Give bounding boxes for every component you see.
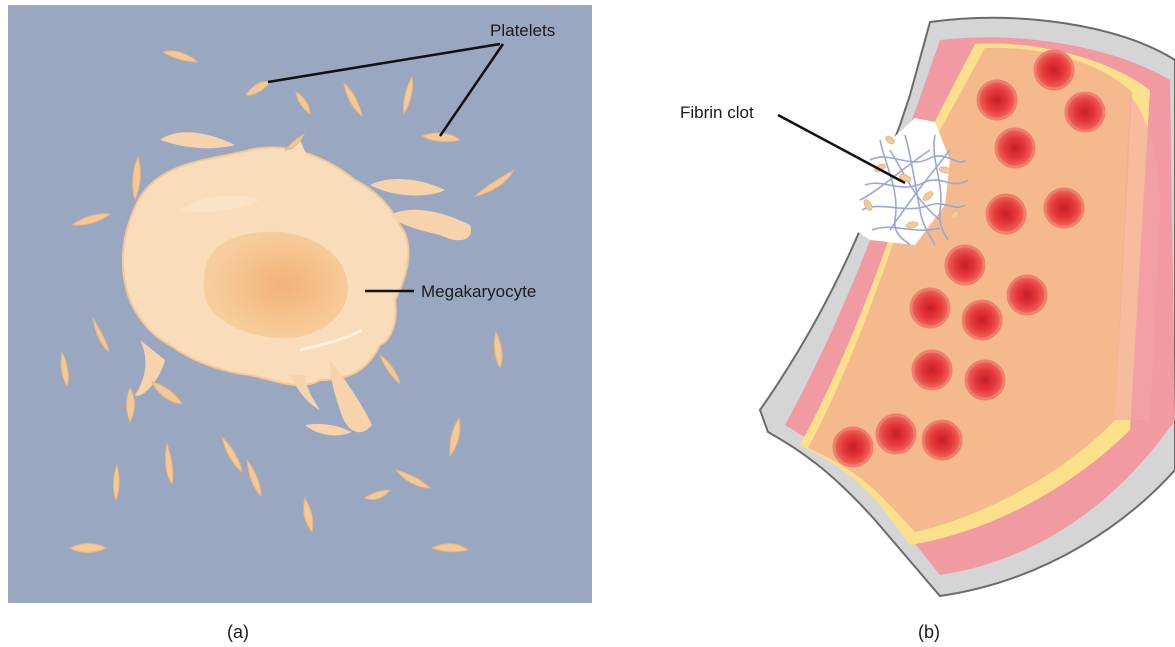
panel-b-caption: (b) — [918, 622, 940, 642]
red-blood-cell — [877, 415, 915, 453]
red-blood-cell — [834, 428, 872, 466]
red-blood-cell — [1035, 51, 1073, 89]
red-blood-cell — [923, 421, 961, 459]
red-blood-cell — [946, 246, 984, 284]
platelets-label: Platelets — [490, 21, 555, 40]
red-blood-cell — [913, 351, 951, 389]
red-blood-cell — [1045, 189, 1083, 227]
panel-a: Platelets Megakaryocyte — [8, 5, 592, 603]
panel-a-caption: (a) — [227, 622, 249, 642]
panel-b: Fibrin clot — [680, 18, 1175, 596]
megakaryocyte-label: Megakaryocyte — [421, 282, 536, 301]
red-blood-cell — [1066, 93, 1104, 131]
red-blood-cell — [963, 301, 1001, 339]
red-blood-cell — [996, 129, 1034, 167]
red-blood-cell — [966, 361, 1004, 399]
red-blood-cell — [987, 195, 1025, 233]
fibrin-clot-label: Fibrin clot — [680, 103, 754, 122]
red-blood-cell — [978, 81, 1016, 119]
red-blood-cell — [1008, 276, 1046, 314]
red-blood-cell — [911, 289, 949, 327]
